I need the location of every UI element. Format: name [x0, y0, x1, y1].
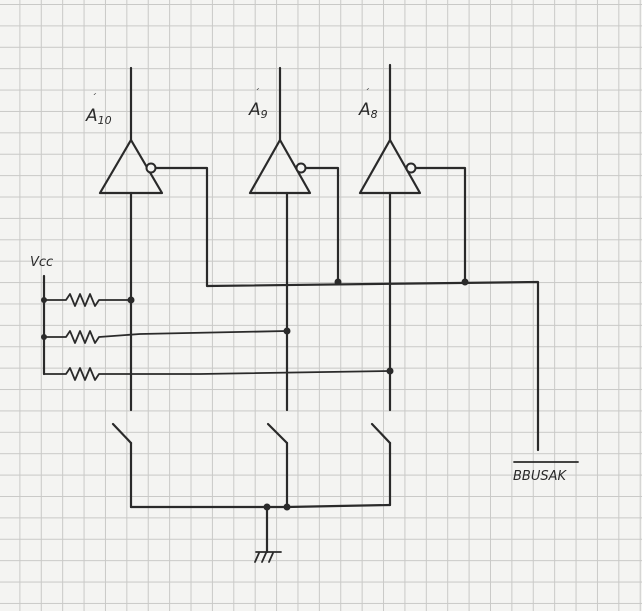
- wire-enable-a8: [414, 166, 467, 284]
- buffer-a9-bubble: [295, 162, 307, 174]
- svg-text:A9: A9: [248, 100, 268, 121]
- pullup-resistor-1: [43, 293, 132, 307]
- switch-1: [111, 422, 133, 509]
- buffer-a10-bubble: [145, 162, 157, 174]
- pullup-resistor-3: [43, 367, 391, 381]
- switch-3: [370, 422, 392, 507]
- wire-enable-a9: [304, 166, 340, 284]
- junction-resistor-1: [127, 296, 135, 304]
- label-a9: A9 ´: [248, 87, 268, 121]
- label-a8-accent: ´: [364, 87, 370, 99]
- label-bbusak: BBUSAK: [513, 469, 567, 484]
- ground-symbol: [254, 505, 282, 563]
- inverting-buffer-a9: [248, 138, 312, 195]
- svg-text:A8: A8: [358, 100, 378, 121]
- wire-common-bottom: [129, 503, 392, 509]
- label-a8: A8 ´: [358, 87, 378, 121]
- svg-text:A10: A10: [85, 106, 112, 127]
- label-a9-accent: ´: [254, 87, 260, 99]
- junction-resistor-2: [283, 327, 291, 335]
- buffer-a8-bubble: [405, 162, 417, 174]
- label-bbusak-group: BBUSAK: [513, 461, 579, 484]
- label-vcc: Vcc: [30, 255, 53, 270]
- pullup-resistor-2: [43, 330, 288, 344]
- switch-2: [266, 422, 289, 509]
- junction-enable-a8: [461, 278, 469, 286]
- label-a10-accent: ´: [91, 92, 97, 104]
- junction-switch-2: [283, 503, 291, 511]
- junction-enable-a9: [334, 278, 342, 286]
- wire-enable-bus: [154, 166, 540, 452]
- junction-resistor-3: [386, 367, 394, 375]
- label-a10: A10 ´: [85, 92, 112, 127]
